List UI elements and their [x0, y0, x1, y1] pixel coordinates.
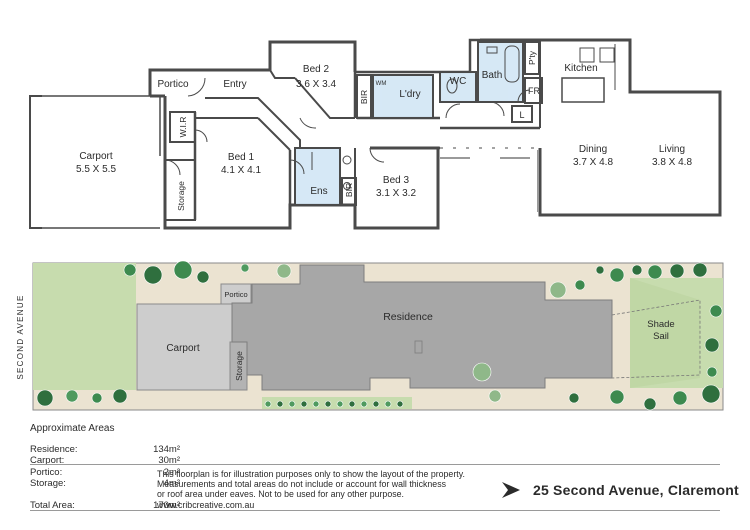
divider-top: [30, 464, 720, 465]
divider-bottom: [30, 510, 720, 511]
site-label-storage: Storage: [234, 351, 244, 381]
street-name: SECOND AVENUE: [16, 294, 25, 379]
site-label-carport: Carport: [166, 343, 200, 354]
area-row-portico: Portico: 2m²: [30, 467, 180, 479]
disclaimer-line: Measurements and total areas do not incl…: [157, 479, 446, 490]
area-value: 134m²: [153, 443, 180, 455]
label-bed1-name: Bed 1: [228, 152, 255, 163]
label-fr: FR: [528, 86, 540, 96]
residence-footprint: [231, 264, 613, 391]
west-wing-outline: [148, 40, 357, 96]
area-value: 2m²: [163, 466, 180, 478]
label-carport-size: 5.5 X 5.5: [76, 164, 116, 175]
site-label-portico: Portico: [224, 290, 247, 299]
area-value: 30m²: [158, 455, 180, 466]
area-row-residence: Residence: 134m²: [30, 444, 180, 456]
bath-room: [477, 41, 524, 103]
area-row-storage: Storage: 4m²: [30, 478, 180, 490]
total-label: Total Area:: [30, 499, 75, 511]
wc-room: [439, 71, 477, 103]
area-label: Portico:: [30, 466, 63, 478]
wet-areas: [296, 43, 522, 204]
pantry-room: [524, 41, 540, 75]
label-bed3-name: Bed 3: [383, 175, 410, 186]
kitchen-bench: [561, 77, 605, 103]
property-address: 25 Second Avenue, Claremont: [533, 482, 739, 498]
area-label: Storage:: [30, 478, 66, 489]
driveway-carport: [136, 303, 233, 391]
area-row-total: Total Area: 170m²: [30, 500, 180, 512]
ensuite-room: [294, 147, 341, 206]
label-bir-2: BIR: [344, 183, 354, 197]
door-swings: [164, 77, 531, 176]
approximate-areas: Approximate Areas Residence: 134m² Carpo…: [30, 423, 180, 511]
label-dining-size: 3.7 X 4.8: [573, 157, 613, 168]
label-storage: Storage: [176, 181, 186, 211]
label-wir: W.I.R: [178, 117, 188, 138]
website-link[interactable]: www.cribcreative.com.au: [157, 499, 255, 510]
disclaimer: This floorplan is for illustration purpo…: [157, 469, 502, 510]
label-living-size: 3.8 X 4.8: [652, 157, 692, 168]
label-living-name: Living: [659, 144, 685, 155]
label-l: L: [519, 110, 524, 120]
label-pantry: P'ty: [527, 50, 537, 65]
floor-plan: [29, 38, 722, 230]
label-kitchen: Kitchen: [564, 63, 597, 74]
north-label: N: [499, 487, 505, 496]
disclaimer-line: or roof area under eaves. Not to be used…: [157, 489, 404, 500]
label-entry: Entry: [223, 79, 246, 90]
room-labels: Portico Entry Bed 2 3.6 X 3.4 L'dry WC B…: [76, 63, 692, 199]
carport-outline: [29, 95, 42, 229]
areas-title: Approximate Areas: [30, 423, 115, 434]
area-value: 4m²: [163, 478, 180, 489]
label-dining-name: Dining: [579, 144, 607, 155]
area-label: Residence:: [30, 443, 78, 455]
label-carport-name: Carport: [79, 151, 113, 162]
site-label-shade-1: Shade: [647, 319, 674, 330]
windows: [440, 150, 539, 212]
label-ens: Ens: [310, 186, 327, 197]
label-bir: BIR: [359, 90, 369, 104]
label-bed2-name: Bed 2: [303, 64, 330, 75]
area-label: Carport:: [30, 455, 65, 466]
label-portico: Portico: [157, 79, 189, 90]
disclaimer-line: This floorplan is for illustration purpo…: [157, 469, 465, 479]
front-lawn: [33, 263, 136, 390]
label-bed3-size: 3.1 X 3.2: [376, 188, 416, 199]
label-wm: WM: [376, 81, 387, 87]
fixtures: [311, 45, 520, 190]
trees: [36, 260, 723, 411]
label-laundry: L'dry: [399, 89, 420, 100]
label-wc: WC: [450, 76, 467, 87]
total-value: 170m²: [153, 499, 180, 511]
fridge-recess: [524, 77, 543, 104]
linen-cupboard: [511, 105, 533, 123]
label-bed1-size: 4.1 X 4.1: [221, 165, 261, 176]
label-bath: Bath: [482, 70, 503, 81]
site-plan: Portico Residence Carport Storage Shade …: [16, 260, 724, 411]
area-row-carport: Carport: 30m²: [30, 455, 180, 467]
site-label-shade-2: Sail: [653, 331, 669, 342]
north-arrow-icon: N: [499, 482, 520, 498]
site-label-residence: Residence: [383, 311, 433, 323]
label-bed2-size: 3.6 X 3.4: [296, 79, 336, 90]
